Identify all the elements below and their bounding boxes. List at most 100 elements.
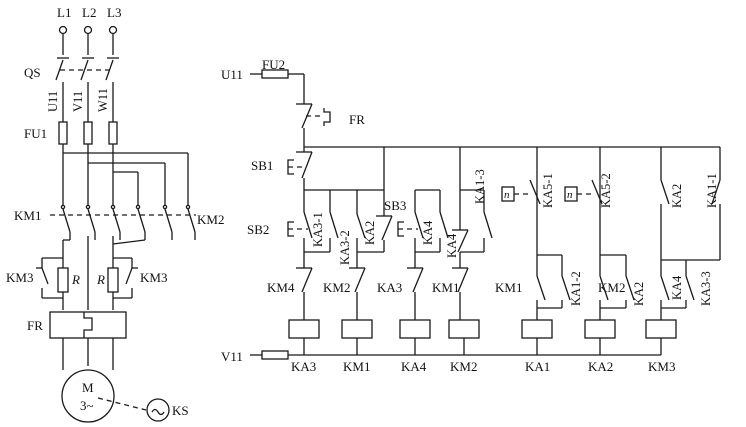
n-symbol-2: n <box>567 189 573 201</box>
coil-ka1-icon <box>521 319 553 339</box>
n-symbol-1: n <box>504 189 510 201</box>
v11-label: V11 <box>221 349 243 364</box>
ka2-label-a: KA2 <box>363 221 377 245</box>
fr-control-label: FR <box>349 112 365 127</box>
bottom-fuse-icon <box>261 350 289 360</box>
sb2-label: SB2 <box>247 222 269 237</box>
terminal-l2-icon <box>83 25 93 35</box>
ka4-label-b: KA4 <box>445 233 459 258</box>
coil-km3-icon <box>645 319 677 339</box>
u11-label: U11 <box>221 67 243 82</box>
ka4-contact-a-icon <box>415 211 449 253</box>
phase-w11-label: W11 <box>96 88 110 112</box>
ka2-contact-b-icon <box>660 179 670 260</box>
ka3-2-contact-icon <box>356 212 366 252</box>
ka5-1-contact-icon <box>529 179 541 205</box>
fr-power-label: FR <box>27 318 43 333</box>
phase-v11-label: V11 <box>71 91 85 112</box>
ka1-3-label: KA1-3 <box>473 169 487 204</box>
ks-speed-relay-icon <box>146 398 170 422</box>
ka2-contact-a-icon <box>357 212 393 253</box>
coils <box>288 319 677 339</box>
coil-ka2-label: KA2 <box>588 359 613 374</box>
fu2-label: FU2 <box>262 57 285 72</box>
interlock-contacts <box>296 252 469 320</box>
fr-nc-contact-icon <box>296 100 331 147</box>
ka1-branch <box>536 254 571 320</box>
ka4-contact-b-icon <box>452 212 469 256</box>
sb2-button-icon <box>287 211 313 252</box>
motor-m-label: M <box>82 380 94 395</box>
resistor-right-label: R <box>96 272 105 287</box>
qs-switch-icon <box>55 57 119 81</box>
ka3-2-label: KA3-2 <box>338 230 352 265</box>
km3-left-bypass-icon <box>36 257 63 299</box>
phase-u11-label: U11 <box>46 91 60 112</box>
sb1-button-icon <box>287 147 313 190</box>
ka2-label-b: KA2 <box>670 184 684 208</box>
terminal-l3-icon <box>108 25 118 35</box>
ka3-3-label: KA3-3 <box>699 271 713 306</box>
resistor-left-icon <box>57 267 69 293</box>
fu2-fuse-icon <box>261 69 289 79</box>
resistor-right-icon <box>107 267 119 293</box>
motor-3-label: 3~ <box>80 398 94 413</box>
km3-right-label: KM3 <box>140 270 167 285</box>
fr-heater-icon <box>83 312 93 338</box>
motor-icon <box>61 369 115 423</box>
km3-left-label: KM3 <box>6 270 33 285</box>
fu1-label: FU1 <box>24 126 47 141</box>
qs-label: QS <box>24 65 41 80</box>
coil-km2-icon <box>448 319 480 339</box>
control-circuit: U11 FU2 FR SB1 <box>221 57 721 374</box>
km1-label: KM1 <box>14 208 41 223</box>
ka1-1-contact-icon <box>711 179 721 260</box>
coil-km3-label: KM3 <box>648 359 675 374</box>
ka1-2-label: KA1-2 <box>569 271 583 306</box>
ka2-branch <box>599 254 635 320</box>
ka3-1-label: KA3-1 <box>311 212 325 247</box>
fr-thermal-element-icon <box>49 311 127 339</box>
coil-ka4-label: KA4 <box>401 359 427 374</box>
ka3-1-contact-icon <box>304 211 339 253</box>
coil-km1-icon <box>341 319 373 339</box>
km1-row-label-b: KM1 <box>495 280 522 295</box>
coil-ka2-icon <box>584 319 616 339</box>
sb3-button-icon <box>397 211 424 252</box>
coil-ka4-icon <box>399 319 431 339</box>
coil-ka1-label: KA1 <box>525 359 550 374</box>
km3-right-bypass-icon <box>113 257 138 299</box>
ka3-row-label: KA3 <box>377 280 402 295</box>
ka5-2-label: KA5-2 <box>599 173 613 208</box>
resistor-left-label: R <box>71 272 80 287</box>
ks-tilde-icon <box>151 408 165 416</box>
ka2-label-c: KA2 <box>632 282 646 306</box>
phase-label-l2: L2 <box>82 5 96 20</box>
phase-label-l3: L3 <box>107 5 121 20</box>
power-circuit: L1 L2 L3 QS U11 V11 W11 FU1 <box>6 5 224 423</box>
km2-label: KM2 <box>197 212 224 227</box>
ka4-label-a: KA4 <box>421 220 435 245</box>
km3-branch <box>660 259 720 320</box>
ka1-3-contact-icon <box>460 211 493 253</box>
coil-km1-label: KM1 <box>343 359 370 374</box>
terminal-l1-icon <box>58 25 68 35</box>
ka4-label-c: KA4 <box>670 275 684 300</box>
fu1-fuse-icon <box>58 121 118 145</box>
phase-label-l1: L1 <box>57 5 71 20</box>
coil-ka3-icon <box>288 319 320 339</box>
km4-row-label: KM4 <box>267 280 295 295</box>
ka1-1-label: KA1-1 <box>705 173 719 208</box>
ka5-1-label: KA5-1 <box>541 173 555 208</box>
reversing-crossover <box>63 152 189 205</box>
km1-row-label-a: KM1 <box>432 280 459 295</box>
km2-contacts-icon <box>135 204 196 233</box>
sb3-label: SB3 <box>384 198 406 213</box>
km1-contacts-icon <box>60 204 121 233</box>
sb1-label: SB1 <box>251 158 273 173</box>
ks-label: KS <box>172 403 189 418</box>
ka5-2-contact-icon <box>591 179 603 205</box>
coil-ka3-label: KA3 <box>291 359 316 374</box>
km2-row-label: KM2 <box>323 280 350 295</box>
